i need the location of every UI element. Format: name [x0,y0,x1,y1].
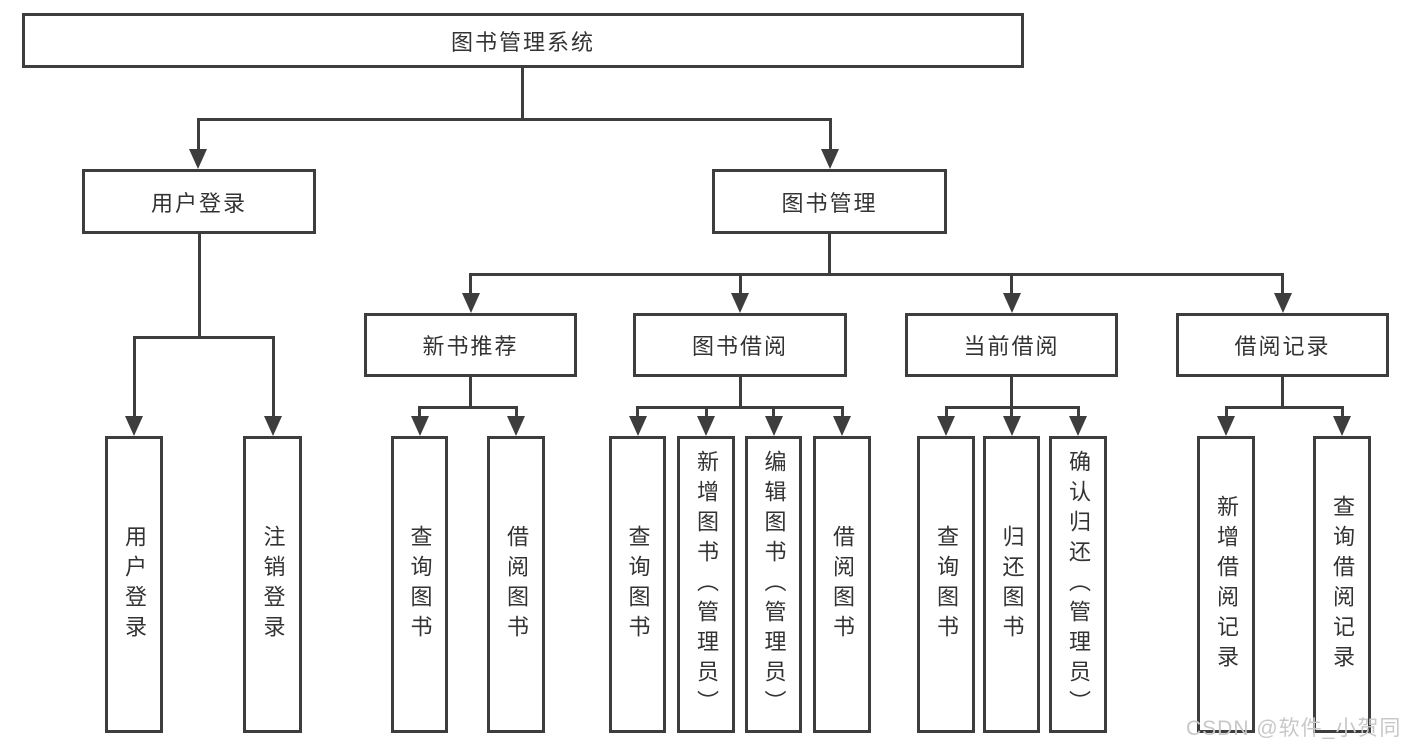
userlogin-child1-shaft [133,336,136,418]
arrow-down-icon [1333,416,1351,436]
current-child3-shaft [1077,406,1080,418]
leaf-borrow-query-books: 查询图书 [609,436,666,733]
node-borrow-records: 借阅记录 [1176,313,1389,377]
root-connector-hline [197,118,832,121]
borrow-child3-shaft [772,406,775,418]
arrow-down-icon [189,149,207,169]
recommend-connector-hline [418,406,518,409]
recommend-child2-shaft [515,406,518,418]
current-child1-shaft [945,406,948,418]
arrow-down-icon [697,416,715,436]
bookmgmt-child4-shaft [1281,273,1284,295]
root-to-bookmgmt-shaft [829,118,832,152]
root-connector-vline [521,68,524,118]
leaf-query-borrow-record: 查询借阅记录 [1313,436,1371,733]
leaf-edit-book-admin: 编辑图书（管理员） [745,436,802,733]
leaf-logout: 注销登录 [243,436,302,733]
borrow-connector-vline [739,377,742,406]
node-book-management: 图书管理 [712,169,947,234]
records-child1-shaft [1225,406,1228,418]
records-connector-vline [1281,377,1284,406]
userlogin-connector-vline [198,234,201,336]
leaf-borrow-books: 借阅图书 [813,436,871,733]
arrow-down-icon [937,416,955,436]
leaf-user-login: 用户登录 [105,436,163,733]
leaf-confirm-return-admin: 确认归还（管理员） [1049,436,1107,733]
userlogin-connector-hline [133,336,275,339]
leaf-add-borrow-record: 新增借阅记录 [1197,436,1255,733]
arrow-down-icon [411,416,429,436]
borrow-child2-shaft [705,406,708,418]
recommend-connector-vline [469,377,472,406]
arrow-down-icon [1003,293,1021,313]
leaf-current-query-books: 查询图书 [917,436,975,733]
arrow-down-icon [821,149,839,169]
arrow-down-icon [1003,416,1021,436]
leaf-return-books: 归还图书 [983,436,1040,733]
leaf-add-book-admin: 新增图书（管理员） [677,436,735,733]
node-user-login: 用户登录 [82,169,316,234]
borrow-child4-shaft [841,406,844,418]
bookmgmt-child1-shaft [469,273,472,295]
node-book-borrow: 图书借阅 [633,313,847,377]
arrow-down-icon [765,416,783,436]
arrow-down-icon [629,416,647,436]
current-connector-vline [1010,377,1013,406]
borrow-connector-hline [636,406,844,409]
bookmgmt-connector-hline [469,273,1284,276]
node-new-book-recommend: 新书推荐 [364,313,577,377]
arrow-down-icon [1274,293,1292,313]
records-connector-hline [1225,406,1344,409]
node-current-borrow: 当前借阅 [905,313,1118,377]
csdn-watermark: CSDN @软件_小贺同学 [1186,717,1402,740]
root-to-userlogin-shaft [197,118,200,152]
arrow-down-icon [1069,416,1087,436]
arrow-down-icon [125,416,143,436]
leaf-recommend-borrow-books: 借阅图书 [487,436,545,733]
bookmgmt-connector-vline [828,234,831,273]
bookmgmt-child2-shaft [739,273,742,295]
arrow-down-icon [507,416,525,436]
arrow-down-icon [1217,416,1235,436]
arrow-down-icon [833,416,851,436]
borrow-child1-shaft [636,406,639,418]
arrow-down-icon [264,416,282,436]
arrow-down-icon [462,293,480,313]
records-child2-shaft [1341,406,1344,418]
leaf-recommend-query-books: 查询图书 [391,436,448,733]
arrow-down-icon [731,293,749,313]
recommend-child1-shaft [418,406,421,418]
bookmgmt-child3-shaft [1010,273,1013,295]
node-library-system: 图书管理系统 [22,13,1024,68]
userlogin-child2-shaft [272,336,275,418]
current-child2-shaft [1010,406,1013,418]
